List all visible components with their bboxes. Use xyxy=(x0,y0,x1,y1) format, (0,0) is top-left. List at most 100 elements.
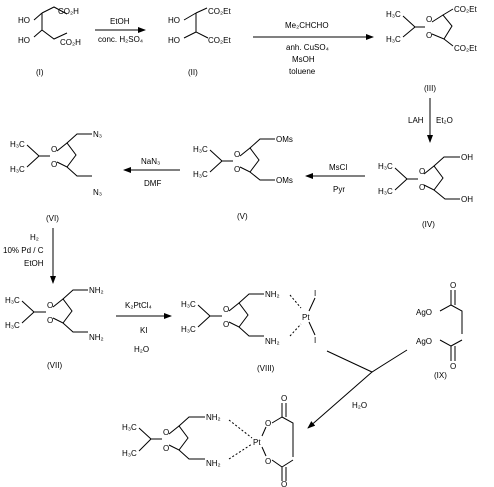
compound-vii: H₃C H₃C O O NH₂ NH₂ (VII) xyxy=(5,286,104,370)
ester-label: CO₂Et xyxy=(454,44,477,53)
silver-carboxylate-label: AgO xyxy=(416,337,432,346)
ring-oxygen-label: O xyxy=(419,183,425,192)
reaction-step-8: H₂O xyxy=(307,349,408,429)
compound-label: (V) xyxy=(237,212,248,221)
methyl-label: H₃C xyxy=(122,423,137,432)
carboxyl-label: CO₂H xyxy=(58,7,79,16)
hydroxyl-label: HO xyxy=(168,36,180,45)
platinum-label: Pt xyxy=(253,438,261,447)
iodide-label: I xyxy=(314,289,316,298)
carbonyl-oxygen-label: O xyxy=(281,480,287,487)
carboxylate-oxygen-label: O xyxy=(265,457,271,466)
carboxyl-label: CO₂H xyxy=(60,38,81,47)
hydroxyl-label: HO xyxy=(18,16,30,25)
amine-label: NH₂ xyxy=(89,286,104,295)
compound-iv: H₃C H₃C O O OH OH (IV) xyxy=(378,153,473,229)
reagent-label: KI xyxy=(140,326,148,335)
reagent-label: DMF xyxy=(144,179,161,188)
reaction-step-6: H₂ 10% Pd / C EtOH xyxy=(3,228,56,284)
carbonyl-oxygen-label: O xyxy=(281,394,287,403)
hydroxyl-label: OH xyxy=(461,153,473,162)
methyl-label: H₃C xyxy=(5,321,20,330)
final-product: H₃C H₃C O O NH₂ NH₂ Pt O O O O xyxy=(122,394,294,487)
reagent-label: 10% Pd / C xyxy=(3,246,44,255)
silver-carboxylate-label: AgO xyxy=(416,308,432,317)
amine-label: NH₂ xyxy=(265,337,280,346)
ester-label: CO₂Et xyxy=(454,5,477,14)
ring-oxygen-label: O xyxy=(51,160,57,169)
ring-oxygen-label: O xyxy=(47,316,53,325)
azide-label: N₃ xyxy=(93,130,102,139)
reaction-arrow xyxy=(307,371,373,429)
compound-label: (I) xyxy=(36,68,44,77)
amine-label: NH₂ xyxy=(265,290,280,299)
methyl-label: H₃C xyxy=(386,10,401,19)
compound-label: (VI) xyxy=(46,214,59,223)
reagent-label: toluene xyxy=(289,67,316,76)
compound-label: (VII) xyxy=(47,361,62,370)
methyl-label: H₃C xyxy=(5,296,20,305)
reagent-label: H₂ xyxy=(30,233,39,242)
methyl-label: H₃C xyxy=(378,162,393,171)
ring-oxygen-label: O xyxy=(234,165,240,174)
ring-oxygen-label: O xyxy=(426,15,432,24)
reagent-label: LAH xyxy=(408,116,424,125)
compound-i: HO HO CO₂H CO₂H (I) xyxy=(18,6,81,77)
ring-oxygen-label: O xyxy=(223,320,229,329)
methyl-label: H₃C xyxy=(386,35,401,44)
methyl-label: H₃C xyxy=(378,187,393,196)
amine-label: NH₂ xyxy=(206,459,221,468)
carbonyl-oxygen-label: O xyxy=(450,281,456,290)
methyl-label: H₃C xyxy=(181,325,196,334)
compound-v: H₃C H₃C O O OMs OMs (V) xyxy=(193,135,293,221)
reagent-label: EtOH xyxy=(110,17,130,26)
compound-label: (VIII) xyxy=(257,364,275,373)
reaction-step-1: EtOH conc. H₂SO₄ xyxy=(95,17,146,44)
ring-oxygen-label: O xyxy=(47,301,53,310)
amine-label: NH₂ xyxy=(206,413,221,422)
compound-label: (II) xyxy=(188,68,198,77)
reagent-label: MsCl xyxy=(329,163,347,172)
reaction-step-4: MsCl Pyr xyxy=(305,163,365,194)
iodide-label: I xyxy=(314,336,316,345)
ring-oxygen-label: O xyxy=(163,444,169,453)
amine-label: NH₂ xyxy=(89,333,104,342)
reagent-label: H₂O xyxy=(352,401,367,410)
reagent-label: conc. H₂SO₄ xyxy=(98,35,143,44)
reagent-label: Pyr xyxy=(333,185,345,194)
mesylate-label: OMs xyxy=(276,135,293,144)
methyl-label: H₃C xyxy=(122,449,137,458)
reagent-label: Et₂O xyxy=(436,116,453,125)
reagent-label: H₂O xyxy=(134,345,149,354)
reagent-label: NaN₃ xyxy=(141,157,160,166)
carbonyl-oxygen-label: O xyxy=(450,362,456,371)
reaction-step-7: K₂PtCl₄ KI H₂O xyxy=(116,301,172,354)
reaction-step-5: NaN₃ DMF xyxy=(123,157,180,188)
reagent-label: Me₂CHCHO xyxy=(285,21,329,30)
ester-label: CO₂Et xyxy=(208,7,231,16)
methyl-label: H₃C xyxy=(193,145,208,154)
reaction-step-3: LAH Et₂O xyxy=(408,98,453,143)
compound-vi: H₃C H₃C O O N₃ N₃ (VI) xyxy=(10,130,102,223)
hydroxyl-label: HO xyxy=(18,36,30,45)
hydroxyl-label: OH xyxy=(461,195,473,204)
hydroxyl-label: HO xyxy=(168,16,180,25)
compound-label: (III) xyxy=(424,84,436,93)
compound-iii: H₃C H₃C O O CO₂Et CO₂Et (III) xyxy=(386,5,477,93)
carboxylate-oxygen-label: O xyxy=(265,419,271,428)
ester-label: CO₂Et xyxy=(208,36,231,45)
reagent-label: K₂PtCl₄ xyxy=(125,301,152,310)
ring-oxygen-label: O xyxy=(419,167,425,176)
azide-label: N₃ xyxy=(93,188,102,197)
reaction-step-2: Me₂CHCHO anh. CuSO₄ MsOH toluene xyxy=(253,21,374,76)
methyl-label: H₃C xyxy=(181,300,196,309)
compound-label: (IV) xyxy=(422,220,435,229)
methyl-label: H₃C xyxy=(193,170,208,179)
compound-label: (IX) xyxy=(434,371,447,380)
methyl-label: H₃C xyxy=(10,165,25,174)
ring-oxygen-label: O xyxy=(51,145,57,154)
reagent-label: MsOH xyxy=(292,55,315,64)
ring-oxygen-label: O xyxy=(234,150,240,159)
compound-viii: H₃C H₃C O O NH₂ NH₂ Pt I I (VIII) xyxy=(181,289,316,373)
